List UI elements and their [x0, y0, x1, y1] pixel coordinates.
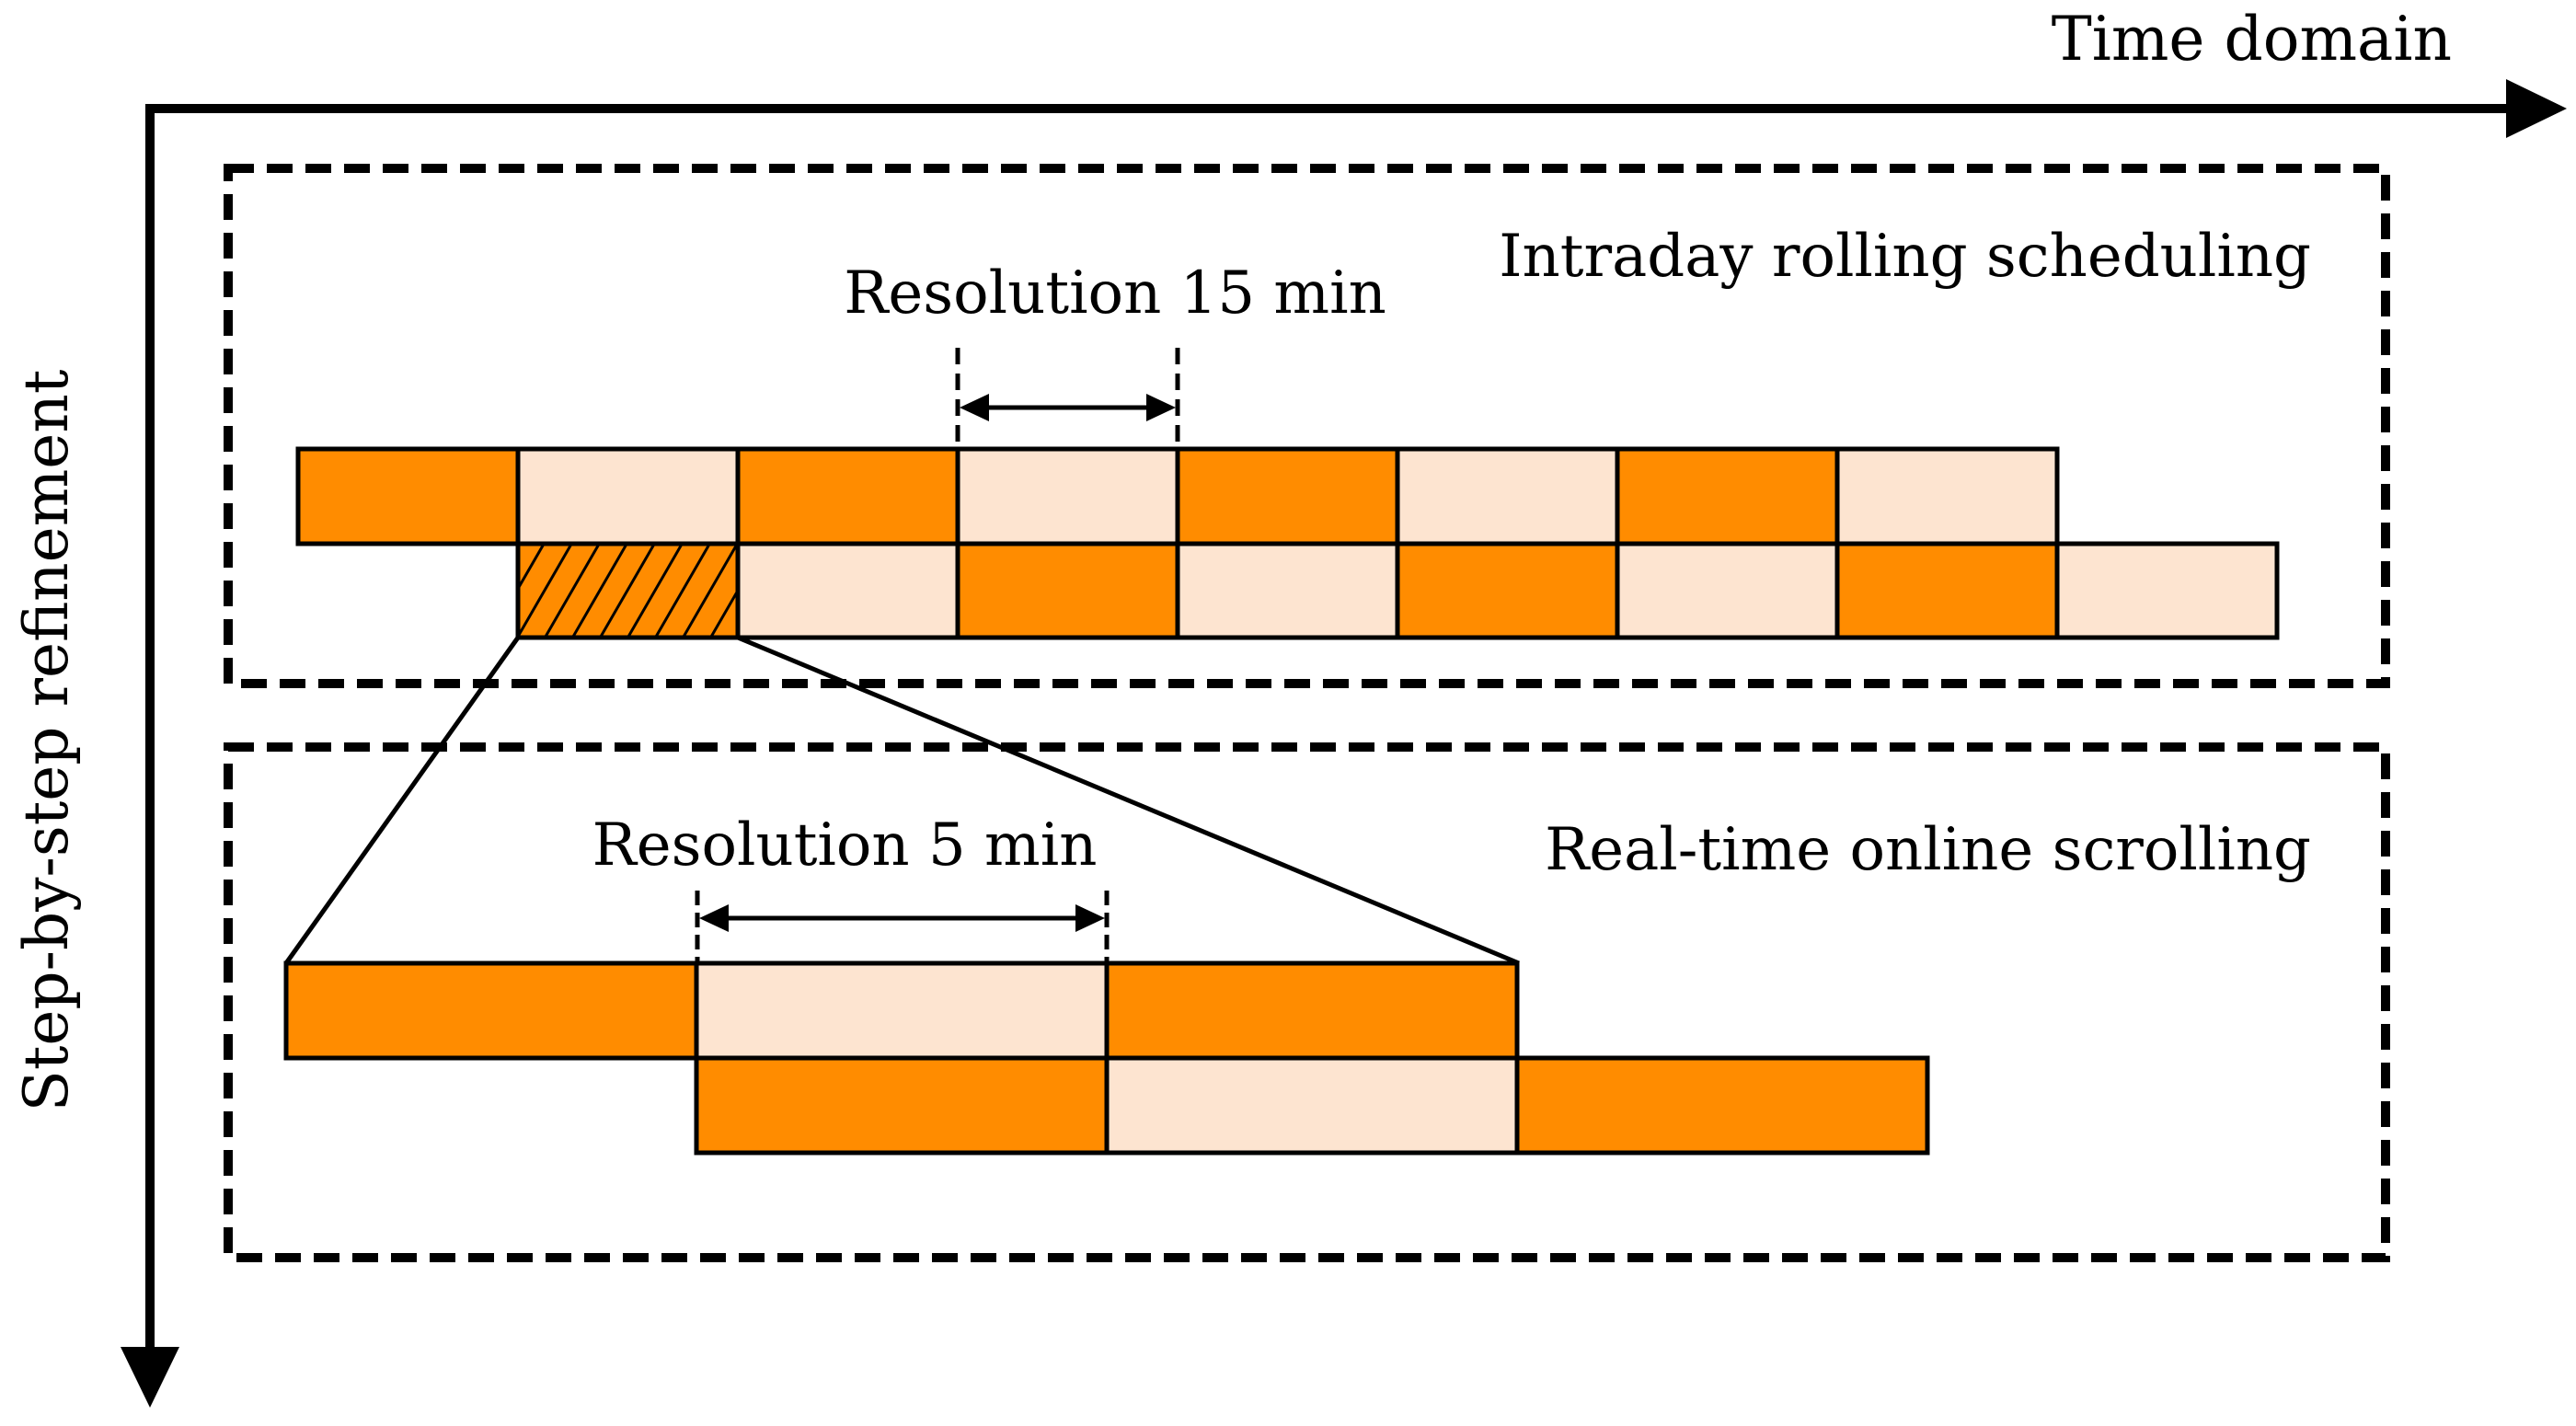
intraday-row1-block-3-dark: [735, 446, 960, 546]
intraday-row-2: [515, 541, 2280, 640]
refinement-axis-arrowhead: [121, 1347, 179, 1408]
intraday-row2-block-3-dark: [955, 541, 1180, 640]
intraday-row1-block-5-dark: [1175, 446, 1400, 546]
intraday-resolution-label: Resolution 15 min: [844, 259, 1386, 328]
intraday-row1-block-6-light: [1395, 446, 1620, 546]
realtime-arrowhead-left: [699, 904, 729, 932]
intraday-row2-block-6-light: [1615, 541, 1840, 640]
realtime-row-1: [283, 960, 1520, 1061]
realtime-row1-block-1-dark: [283, 960, 699, 1061]
intraday-dashed-box: [224, 164, 2390, 688]
realtime-title: Real-time online scrolling: [1545, 816, 2311, 884]
intraday-row2-block-4-light: [1175, 541, 1400, 640]
intraday-resolution-marker: Resolution 15 min: [844, 259, 1386, 449]
intraday-row-1: [295, 446, 2060, 546]
intraday-row2-block-8-light: [2054, 541, 2280, 640]
realtime-row-2: [694, 1055, 1930, 1156]
realtime-arrowhead-right: [1075, 904, 1105, 932]
realtime-row2-block-3-dark: [1514, 1055, 1930, 1156]
refinement-axis-label: Step-by-step refinement: [11, 370, 82, 1112]
realtime-resolution-marker: Resolution 5 min: [592, 811, 1110, 963]
realtime-row1-block-2-light: [694, 960, 1110, 1061]
realtime-dashed-box: [224, 742, 2390, 1262]
intraday-row1-block-7-dark: [1615, 446, 1840, 546]
intraday-row1-block-2-light: [515, 446, 741, 546]
realtime-row2-block-1-dark: [694, 1055, 1110, 1156]
intraday-row2-block-2-light: [735, 541, 960, 640]
realtime-row1-block-3-dark: [1104, 960, 1520, 1061]
realtime-resolution-label: Resolution 5 min: [592, 811, 1098, 880]
intraday-row2-block-1-hatched: [515, 541, 741, 640]
intraday-row1-block-4-light: [955, 446, 1180, 546]
time-axis-arrowhead: [2506, 79, 2567, 138]
intraday-arrowhead-right: [1146, 394, 1176, 421]
zoom-connector-right: [737, 635, 1520, 966]
intraday-row1-block-1-dark: [295, 446, 521, 546]
intraday-row2-block-5-dark: [1395, 541, 1620, 640]
intraday-row1-block-8-light: [1834, 446, 2060, 546]
zoom-connector-left: [283, 636, 521, 965]
time-domain-label: Time domain: [2052, 4, 2452, 75]
intraday-arrowhead-left: [960, 394, 989, 421]
intraday-row2-block-7-dark: [1834, 541, 2060, 640]
intraday-title: Intraday rolling scheduling: [1499, 223, 2311, 291]
axes: Time domain Step-by-step refinement: [11, 4, 2567, 1408]
realtime-row2-block-2-light: [1104, 1055, 1520, 1156]
